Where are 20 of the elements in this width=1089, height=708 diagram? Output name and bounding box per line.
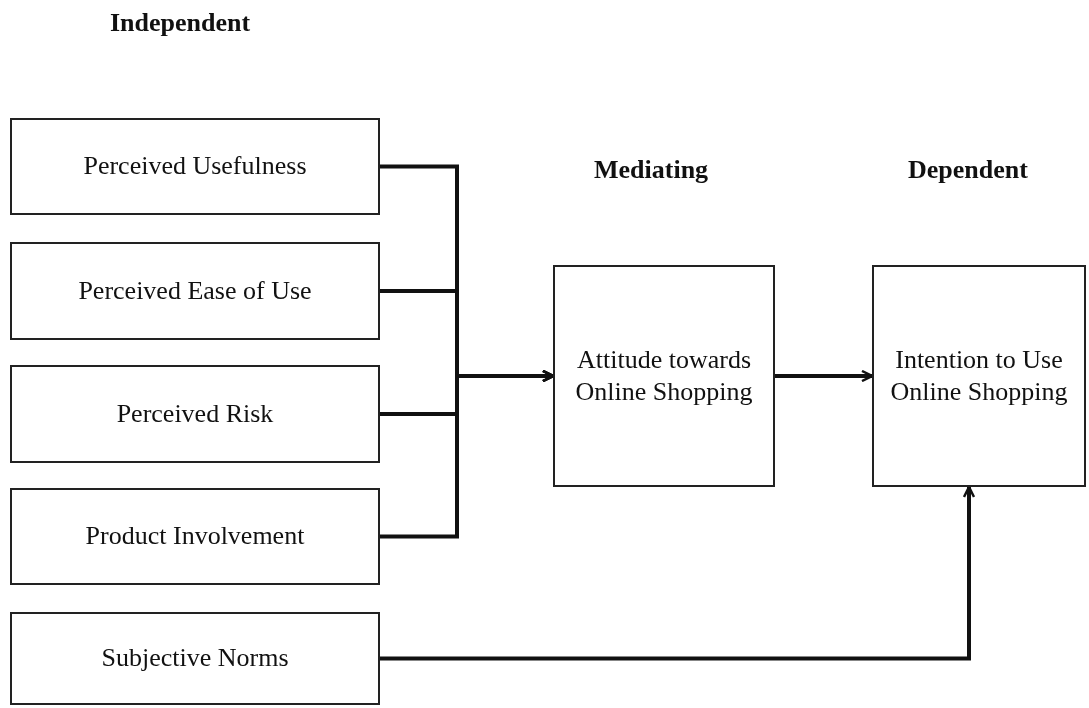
connector-arrow (380, 485, 976, 661)
variable-name: Subjective Norms (101, 642, 289, 675)
variable-box (10, 365, 380, 463)
variable-name: Perceived Usefulness (83, 150, 307, 183)
column-heading: Dependent (908, 155, 1028, 185)
variable-box (10, 612, 380, 705)
connector-arrow (775, 369, 874, 383)
variable-box (10, 242, 380, 340)
variable-name: Product Involvement (85, 520, 305, 553)
variable-name: Attitude towards Online Shopping (574, 343, 754, 408)
column-heading: Mediating (594, 155, 709, 185)
variable-name: Intention to Use Online Shopping (889, 343, 1069, 408)
variable-name: Perceived Risk (116, 397, 274, 430)
connector-arrow (380, 369, 555, 539)
variable-box (872, 265, 1086, 487)
variable-box (553, 265, 775, 487)
column-heading: Independent (110, 8, 251, 38)
variable-box (10, 488, 380, 585)
variable-name: Perceived Ease of Use (78, 274, 312, 307)
variable-box (10, 118, 380, 215)
